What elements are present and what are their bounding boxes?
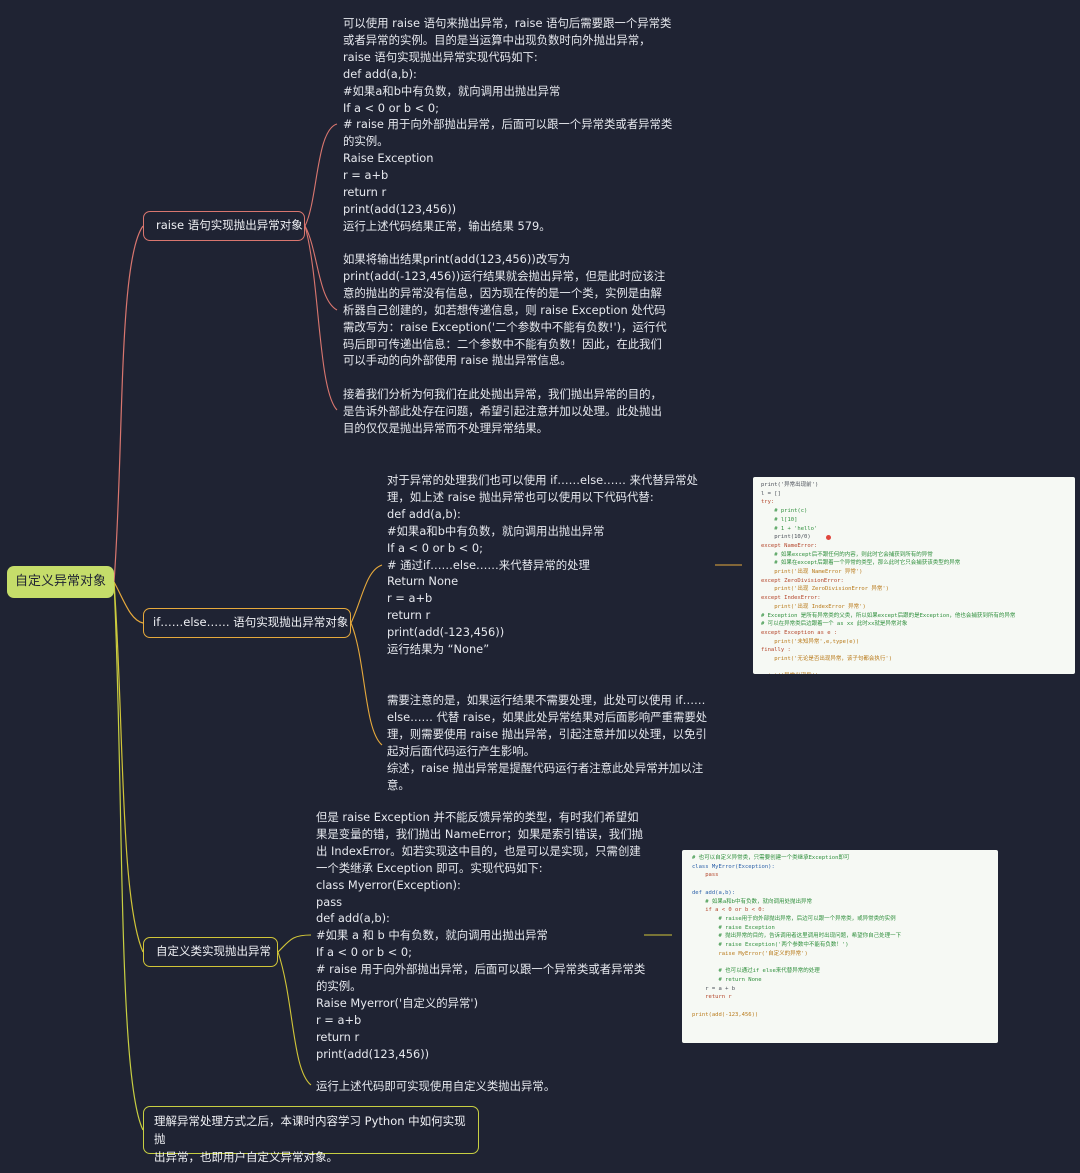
breakpoint-dot-icon [826, 535, 831, 540]
code-line: if a < 0 or b < 0: [692, 907, 765, 914]
code-line: # 1 + 'hello' [761, 525, 818, 532]
code-line: r = a + b [692, 985, 736, 992]
link-raise-note1 [304, 123, 338, 227]
code-line: print(add(-123,456)) [692, 1011, 759, 1018]
code-line: # raise用于向外部抛出异常，后边可以跟一个异常类，或异常类的实例 [692, 915, 896, 922]
code-line: # 如果except后不跟任何的内容，则此时它会捕获到所有的异常 [761, 551, 933, 558]
code-line: except NameError: [761, 542, 818, 549]
code-line: # 可以在异常类后边跟着一个 as xx 此时xx就是异常对象 [761, 621, 908, 628]
code-line: except IndexError: [761, 595, 821, 602]
branch-raise[interactable]: raise 语句实现抛出异常对象 [143, 211, 305, 241]
link-root-custom [113, 581, 144, 953]
code-screenshot-custom-exception[interactable]: # 也可以自定义异常类，只需要创建一个类继承Exception即可 class M… [682, 850, 998, 1043]
link-custom-note2 [277, 951, 312, 1086]
code-line: # l[10] [761, 516, 798, 523]
link-custom-note1 [277, 934, 312, 953]
branch-summary[interactable]: 理解异常处理方式之后，本课时内容学习 Python 中如何实现抛 出异常，也即用… [143, 1106, 479, 1164]
code-line: raise MyError('自定义的异常') [692, 950, 808, 957]
link-root-raise [113, 225, 144, 583]
code-line [692, 958, 988, 967]
code-line: # 抛出异常的目的，告诉调用者这里调用时出现问题，希望你自己处理一下 [692, 933, 902, 940]
raise-note-1: 可以使用 raise 语句来抛出异常，raise 语句后需要跟一个异常类 或者异… [343, 16, 673, 233]
code-line: # 也可以自定义异常类，只需要创建一个类继承Exception即可 [692, 855, 850, 861]
code-line: print('出现 NameError 异常') [761, 569, 863, 576]
code-line [761, 664, 1067, 673]
link-root-summary [113, 581, 144, 1131]
code-line: # Exception 是所有异常类的父类，所以如果except后跟的是Exce… [761, 612, 1016, 619]
code-line [692, 1002, 988, 1011]
code-line: return r [692, 994, 732, 1001]
code-line: class MyError(Exception): [692, 863, 775, 870]
code-line: print('出现 IndexError 异常') [761, 603, 866, 610]
code-line: print('出现 ZeroDivisionError 异常') [761, 586, 889, 593]
code-line: # 也可以通过if else来代替异常的处理 [692, 968, 820, 975]
raise-note-2: 如果将输出结果print(add(123,456))改写为 print(add(… [343, 252, 667, 368]
link-root-ifelse [113, 581, 144, 624]
link-ifelse-note1 [350, 564, 383, 624]
code-line: print('异常出现前') [761, 482, 819, 488]
code-line: print('未知异常',e,type(e)) [761, 638, 860, 645]
code-line: # 如果在except后跟着一个异常的类型，那么此时它只会捕获该类型的异常 [761, 560, 961, 567]
code-line: # return None [692, 976, 762, 983]
code-line: l = [] [761, 490, 781, 497]
code-line: finally : [761, 647, 791, 654]
code-line: print(10/0) [761, 534, 811, 541]
code-line: # raise Exception('两个参数中不能有负数！') [692, 942, 849, 949]
raise-note-3: 接着我们分析为何我们在此处抛出异常，我们抛出异常的目的， 是告诉外部此处存在问题… [343, 387, 662, 435]
code-line: print('异常出现后') [761, 672, 1067, 674]
code-line: def add(a,b): [692, 889, 736, 896]
code-line: except Exception as e : [761, 629, 838, 636]
link-ifelse-note2 [350, 622, 383, 746]
custom-note-2: 运行上述代码即可实现使用自定义类抛出异常。 [316, 1079, 556, 1093]
code-line: print('无论是否出现异常，该子句都会执行') [761, 656, 893, 663]
root-node[interactable]: 自定义异常对象 [7, 566, 114, 598]
branch-ifelse[interactable]: if……else…… 语句实现抛出异常对象 [143, 608, 351, 638]
code-line: # 如果a和b中有负数，就向调用处抛出异常 [692, 898, 812, 905]
custom-note-1: 但是 raise Exception 并不能反馈异常的类型，有时我们希望如 果是… [316, 810, 646, 1061]
branch-custom-class[interactable]: 自定义类实现抛出异常 [143, 937, 278, 967]
code-screenshot-try-except[interactable]: print('异常出现前') l = [] try: # print(c) # l[… [753, 477, 1075, 674]
ifelse-note-2: 需要注意的是，如果运行结果不需要处理，此处可以使用 if…… else…… 代替… [387, 693, 708, 792]
link-raise-note3 [304, 225, 338, 411]
code-line: # print(c) [761, 508, 808, 515]
code-line: except ZeroDivisionError: [761, 577, 844, 584]
code-line [692, 880, 988, 889]
link-raise-note2 [304, 225, 338, 311]
code-line: pass [692, 872, 719, 879]
code-line: # raise Exception [692, 924, 775, 931]
ifelse-note-1: 对于异常的处理我们也可以使用 if……else…… 来代替异常处 理，如上述 r… [387, 473, 698, 657]
code-line: try: [761, 499, 775, 506]
